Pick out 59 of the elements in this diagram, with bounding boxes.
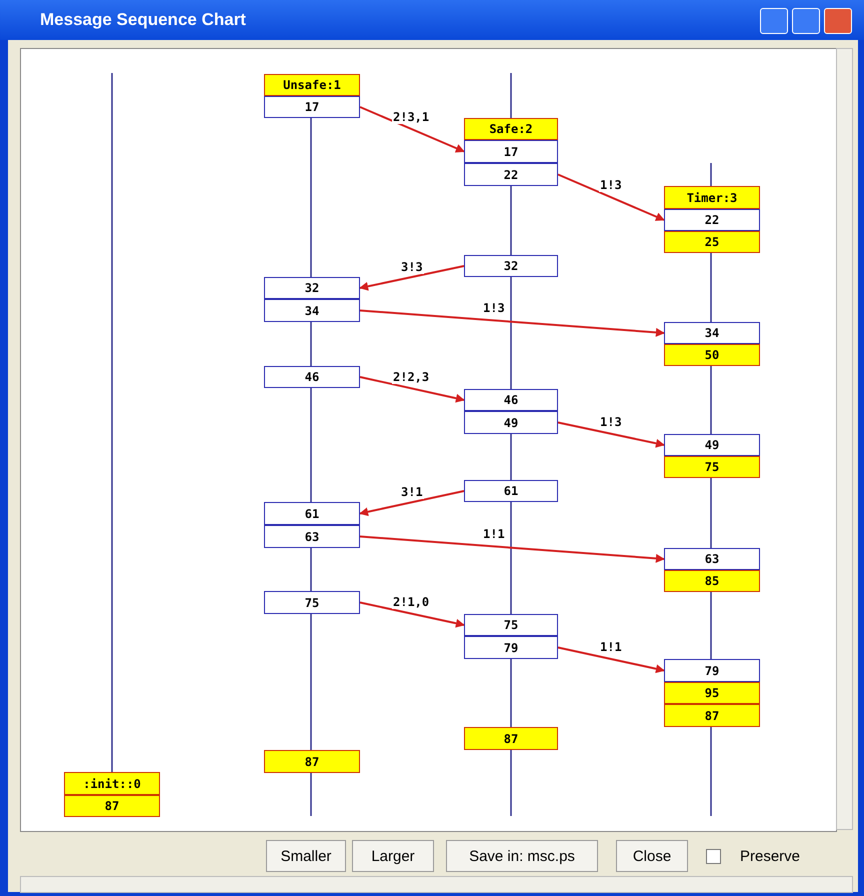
toolbar-button: Save in: msc.ps	[446, 840, 598, 872]
message-arrow	[360, 602, 465, 628]
event-box: 79	[664, 659, 760, 682]
event-box: 22	[664, 209, 760, 231]
event-box: 63	[664, 548, 760, 570]
edge-label: 1!1	[599, 640, 623, 654]
event-box: 22	[464, 163, 558, 186]
edge-label: 2!3,1	[392, 110, 430, 124]
event-box: 87	[264, 750, 360, 773]
edge-label: 3!1	[400, 485, 424, 500]
message-arrow	[359, 490, 464, 516]
message-arrow	[558, 174, 665, 221]
message-arrow	[360, 376, 465, 403]
event-box: 34	[264, 299, 360, 322]
window-title: Message Sequence Chart	[40, 10, 246, 30]
event-box: 49	[464, 411, 558, 434]
event-box: 75	[264, 591, 360, 614]
event-box: 32	[264, 277, 360, 299]
toolbar-button: Larger	[352, 840, 434, 872]
event-box: 17	[264, 96, 360, 118]
edge-label: 1!3	[599, 414, 623, 429]
message-arrow	[558, 646, 665, 674]
event-box: 34	[664, 322, 760, 344]
event-box: 63	[264, 525, 360, 548]
event-box: 95	[664, 682, 760, 704]
message-arrow	[558, 422, 665, 448]
edge-label: 3!3	[400, 260, 424, 274]
process-header-box: Unsafe:1	[264, 74, 360, 96]
event-box: 61	[464, 480, 558, 502]
process-header-box: Safe:2	[464, 118, 558, 140]
process-header-box: :init::0	[64, 772, 160, 795]
edge-label: 1!1	[482, 526, 506, 541]
event-box: 50	[664, 344, 760, 366]
event-box: 87	[464, 727, 558, 750]
message-arrow	[360, 536, 665, 563]
event-box: 87	[664, 704, 760, 727]
event-box: 75	[664, 456, 760, 478]
process-header-box: Timer:3	[664, 186, 760, 209]
event-box: 87	[64, 795, 160, 817]
checkbox-label: Preserve	[740, 848, 800, 865]
event-box: 61	[264, 502, 360, 525]
event-box: 75	[464, 614, 558, 636]
toolbar-button: Smaller	[266, 840, 346, 872]
edge-label: 1!3	[599, 178, 623, 192]
event-box: 32	[464, 255, 558, 277]
message-arrow	[359, 265, 464, 291]
edge-label: 2!1,0	[392, 594, 430, 609]
event-box: 46	[264, 366, 360, 388]
event-box: 25	[664, 231, 760, 253]
event-box: 49	[664, 434, 760, 456]
event-box: 79	[464, 636, 558, 659]
toolbar-button: Close	[616, 840, 688, 872]
event-box: 85	[664, 570, 760, 592]
event-box: 46	[464, 389, 558, 411]
event-box: 17	[464, 140, 558, 163]
message-arrow	[360, 106, 465, 152]
edge-label: 1!3	[482, 300, 506, 315]
edge-label: 2!2,3	[392, 370, 430, 384]
message-arrow	[360, 310, 665, 337]
